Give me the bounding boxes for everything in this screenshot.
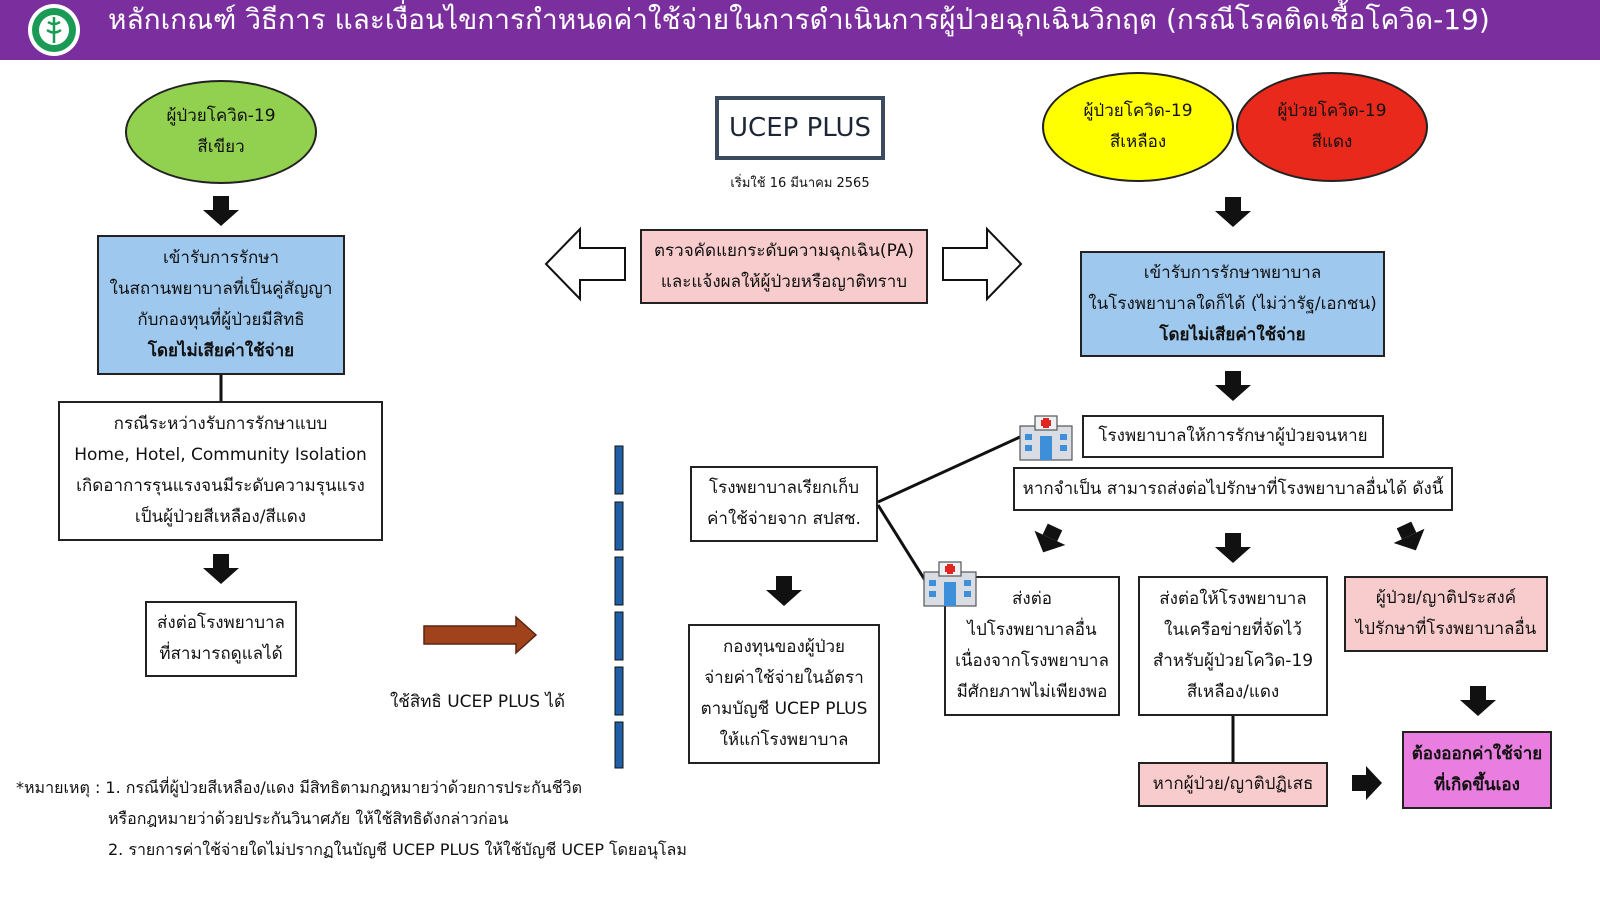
right-arrow-icon: [1352, 766, 1382, 800]
treat-any-line2: ในโรงพยาบาลใดก็ได้ (ไม่ว่ารัฐ/เอกชน): [1088, 293, 1377, 314]
isolation-line1: กรณีระหว่างรับการรักษาแบบ: [113, 414, 328, 434]
treat-any-line1: เข้ารับการรักษาพยาบาล: [1143, 262, 1322, 283]
treat-until-cured-text: โรงพยาบาลให้การรักษาผู้ป่วยจนหาย: [1098, 426, 1368, 446]
yellow-patient-ellipse: ผู้ป่วยโควิด-19 สีเหลือง: [1042, 72, 1234, 182]
triage-line1: ตรวจคัดแยกระดับความฉุกเฉิน(PA): [653, 240, 914, 261]
footnote-line1: *หมายเหตุ : 1. กรณีที่ผู้ป่วยสีเหลือง/แด…: [16, 778, 582, 797]
hospital-icon: [1019, 415, 1073, 461]
red-patient-line2: สีแดง: [1311, 132, 1353, 152]
red-patient-line1: ผู้ป่วยโควิด-19: [1277, 101, 1387, 121]
self-pay-line2: ที่เกิดขึ้นเอง: [1434, 775, 1520, 795]
green-patient-line2: สีเขียว: [197, 137, 245, 157]
refer-if-needed-text: หากจำเป็น สามารถส่งต่อไปรักษาที่โรงพยาบา…: [1022, 478, 1444, 499]
yellow-patient-line2: สีเหลือง: [1109, 132, 1167, 152]
refer-other-hospital-box: ส่งต่อ ไปโรงพยาบาลอื่น เนื่องจากโรงพยาบา…: [944, 576, 1120, 716]
fund-pays-box: กองทุนของผู้ป่วย จ่ายค่าใช้จ่ายในอัตรา ต…: [688, 624, 880, 764]
triage-box: ตรวจคัดแยกระดับความฉุกเฉิน(PA) และแจ้งผล…: [640, 229, 928, 304]
brown-right-arrow-icon: [423, 615, 538, 655]
refer-network-line2: ในเครือข่ายที่จัดไว้: [1164, 620, 1302, 640]
treat-any-free: โดยไม่เสียค่าใช้จ่าย: [1159, 324, 1306, 345]
refuse-text: หากผู้ป่วย/ญาติปฏิเสธ: [1152, 774, 1314, 794]
diagonal-down-right-arrow-icon: [1393, 521, 1425, 551]
refer-network-line3: สำหรับผู้ป่วยโควิด-19: [1152, 651, 1314, 671]
fund-pays-line3: ตามบัญชี UCEP PLUS: [700, 699, 868, 719]
treat-contract-free: โดยไม่เสียค่าใช้จ่าย: [147, 341, 295, 361]
treat-contract-line1: เข้ารับการรักษา: [162, 248, 280, 268]
self-pay-box: ต้องออกค่าใช้จ่าย ที่เกิดขึ้นเอง: [1402, 731, 1552, 809]
header-bar: หลักเกณฑ์ วิธีการ และเงื่อนไขการกำหนดค่า…: [0, 0, 1600, 60]
dashed-divider: [614, 445, 624, 769]
down-arrow-icon: [1215, 533, 1251, 563]
ucep-start-date: เริ่มใช้ 16 มีนาคม 2565: [730, 176, 870, 191]
footnote-line3: 2. รายการค่าใช้จ่ายใดไม่ปรากฏในบัญชี UCE…: [108, 840, 687, 859]
treat-contract-line3: กับกองทุนที่ผู้ป่วยมีสิทธิ: [137, 310, 305, 330]
isolation-line3: เกิดอาการรุนแรงจนมีระดับความรุนแรง: [76, 476, 365, 496]
isolation-line2: Home, Hotel, Community Isolation: [74, 445, 367, 465]
diagonal-down-left-arrow-icon: [1034, 523, 1066, 553]
connector-bill-lower: [876, 504, 930, 586]
fund-pays-line2: จ่ายค่าใช้จ่ายในอัตรา: [704, 668, 864, 688]
refer-other-line3: เนื่องจากโรงพยาบาล: [955, 651, 1109, 671]
down-arrow-icon: [1460, 686, 1496, 716]
ucep-plus-title-box: UCEP PLUS: [715, 96, 885, 160]
green-patient-ellipse: ผู้ป่วยโควิด-19 สีเขียว: [125, 80, 317, 184]
use-ucep-right-label: ใช้สิทธิ UCEP PLUS ได้: [390, 692, 566, 712]
refer-if-needed-box: หากจำเป็น สามารถส่งต่อไปรักษาที่โรงพยาบา…: [1013, 467, 1453, 511]
refer-other-line2: ไปโรงพยาบาลอื่น: [967, 620, 1097, 640]
green-patient-line1: ผู้ป่วยโควิด-19: [166, 106, 276, 126]
treat-any-hospital-box: เข้ารับการรักษาพยาบาล ในโรงพยาบาลใดก็ได้…: [1080, 251, 1385, 357]
down-arrow-icon: [766, 576, 802, 606]
refer-hospital-box: ส่งต่อโรงพยาบาล ที่สามารถดูแลได้: [145, 601, 297, 677]
hollow-left-arrow-icon: [544, 226, 626, 302]
hospital-icon: [923, 561, 977, 607]
hollow-right-arrow-icon: [942, 226, 1023, 302]
refer-hospital-line1: ส่งต่อโรงพยาบาล: [157, 613, 285, 633]
patient-wish-box: ผู้ป่วย/ญาติประสงค์ ไปรักษาที่โรงพยาบาลอ…: [1344, 576, 1548, 652]
down-arrow-icon: [1215, 197, 1251, 227]
self-pay-line1: ต้องออกค่าใช้จ่าย: [1411, 744, 1543, 764]
connector-bill-upper: [877, 435, 1021, 504]
ministry-logo-icon: [28, 4, 80, 56]
fund-pays-line1: กองทุนของผู้ป่วย: [722, 637, 846, 657]
triage-line2: และแจ้งผลให้ผู้ป่วยหรือญาติทราบ: [660, 271, 908, 292]
refuse-box: หากผู้ป่วย/ญาติปฏิเสธ: [1138, 762, 1328, 807]
page-title: หลักเกณฑ์ วิธีการ และเงื่อนไขการกำหนดค่า…: [108, 3, 1490, 36]
down-arrow-icon: [203, 554, 239, 584]
treat-contract-box: เข้ารับการรักษา ในสถานพยาบาลที่เป็นคู่สั…: [97, 235, 345, 375]
refer-hospital-line2: ที่สามารถดูแลได้: [159, 644, 283, 664]
patient-wish-line1: ผู้ป่วย/ญาติประสงค์: [1375, 588, 1517, 608]
fund-pays-line4: ให้แก่โรงพยาบาล: [719, 730, 849, 750]
refer-network-line4: สีเหลือง/แดง: [1186, 682, 1280, 702]
treat-contract-line2: ในสถานพยาบาลที่เป็นคู่สัญญา: [109, 279, 333, 299]
treat-until-cured-box: โรงพยาบาลให้การรักษาผู้ป่วยจนหาย: [1082, 415, 1384, 458]
down-arrow-icon: [1215, 371, 1251, 401]
refer-network-line1: ส่งต่อให้โรงพยาบาล: [1159, 589, 1307, 609]
refer-other-line1: ส่งต่อ: [1012, 589, 1052, 609]
refer-network-box: ส่งต่อให้โรงพยาบาล ในเครือข่ายที่จัดไว้ …: [1138, 576, 1328, 716]
hospital-bill-line1: โรงพยาบาลเรียกเก็บ: [708, 478, 860, 498]
red-patient-ellipse: ผู้ป่วยโควิด-19 สีแดง: [1236, 72, 1428, 182]
patient-wish-line2: ไปรักษาที่โรงพยาบาลอื่น: [1355, 619, 1537, 639]
isolation-line4: เป็นผู้ป่วยสีเหลือง/สีแดง: [134, 507, 307, 527]
yellow-patient-line1: ผู้ป่วยโควิด-19: [1083, 101, 1193, 121]
hospital-bill-line2: ค่าใช้จ่ายจาก สปสช.: [707, 509, 861, 529]
hospital-bill-box: โรงพยาบาลเรียกเก็บ ค่าใช้จ่ายจาก สปสช.: [690, 466, 878, 542]
footnote-line2: หรือกฎหมายว่าด้วยประกันวินาศภัย ให้ใช้สิ…: [108, 809, 509, 828]
down-arrow-icon: [203, 196, 239, 226]
refer-other-line4: มีศักยภาพไม่เพียงพอ: [956, 682, 1108, 702]
isolation-case-box: กรณีระหว่างรับการรักษาแบบ Home, Hotel, C…: [58, 401, 383, 541]
